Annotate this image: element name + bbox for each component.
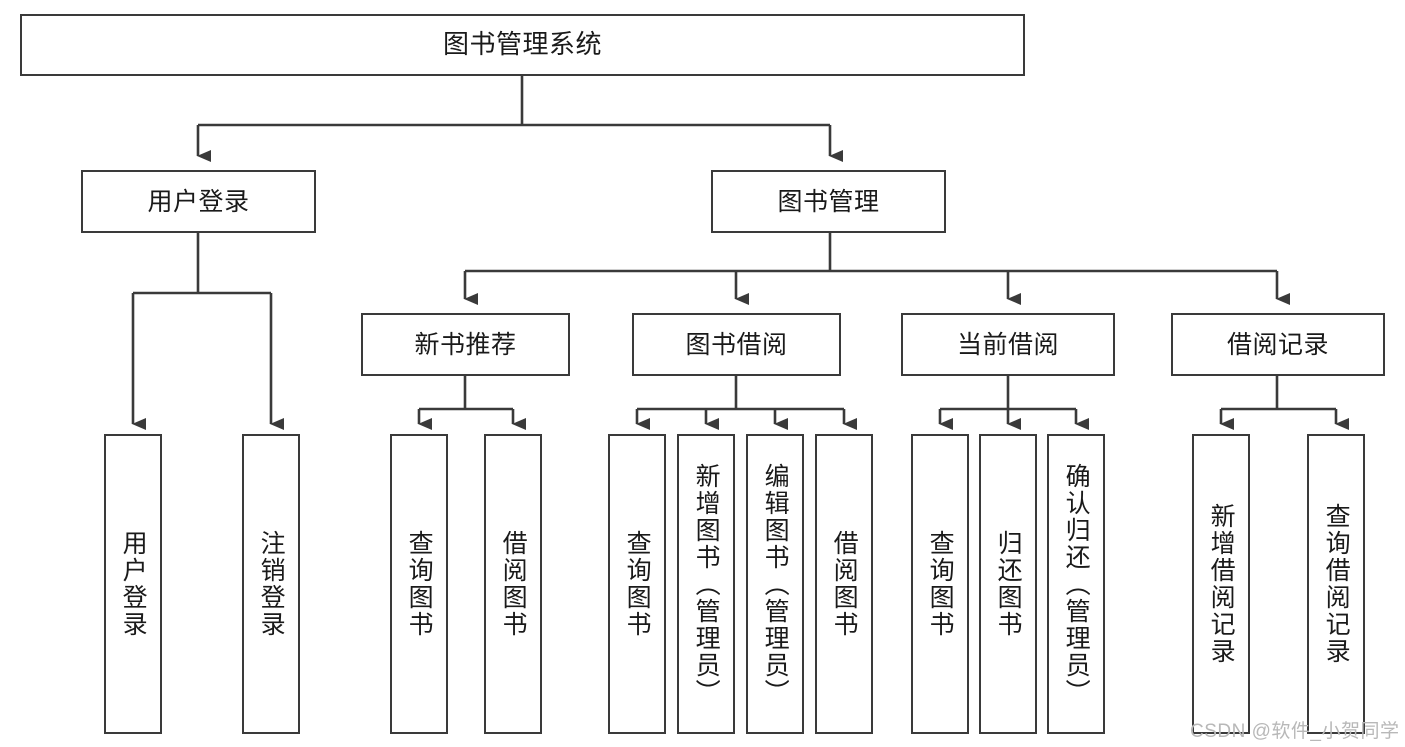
node-book-manage-label: 图书管理 — [777, 187, 880, 216]
leaf-new-book-query[interactable]: 查询图书 — [390, 434, 448, 734]
leaf-user-login-logout[interactable]: 注销登录 — [242, 434, 300, 734]
leaf-current-borrow-confirm[interactable]: 确认归还（管理员） — [1047, 434, 1105, 734]
node-root-system[interactable]: 图书管理系统 — [20, 14, 1025, 76]
leaf-current-borrow-query[interactable]: 查询图书 — [911, 434, 969, 734]
leaf-book-borrow-add[interactable]: 新增图书（管理员） — [677, 434, 735, 734]
csdn-watermark: CSDN @软件_小贺同学 — [1190, 721, 1400, 742]
leaf-current-borrow-confirm-label: 确认归还（管理员） — [1062, 462, 1091, 706]
leaf-user-login-login-label: 用户登录 — [119, 530, 148, 638]
node-current-borrow[interactable]: 当前借阅 — [901, 313, 1115, 376]
node-book-manage[interactable]: 图书管理 — [711, 170, 946, 233]
node-root-label: 图书管理系统 — [442, 29, 602, 60]
leaf-borrow-record-query[interactable]: 查询借阅记录 — [1307, 434, 1365, 734]
leaf-book-borrow-borrow-label: 借阅图书 — [830, 530, 859, 638]
node-book-borrow-label: 图书借阅 — [685, 330, 788, 359]
node-user-login[interactable]: 用户登录 — [81, 170, 316, 233]
node-new-book-recommend[interactable]: 新书推荐 — [361, 313, 570, 376]
leaf-user-login-logout-label: 注销登录 — [257, 530, 286, 638]
leaf-book-borrow-query-label: 查询图书 — [623, 530, 652, 638]
leaf-book-borrow-edit-label: 编辑图书（管理员） — [761, 462, 790, 706]
node-new-book-recommend-label: 新书推荐 — [414, 330, 517, 359]
node-borrow-record[interactable]: 借阅记录 — [1171, 313, 1385, 376]
leaf-current-borrow-return-label: 归还图书 — [994, 530, 1023, 638]
leaf-new-book-borrow-label: 借阅图书 — [499, 530, 528, 638]
leaf-current-borrow-return[interactable]: 归还图书 — [979, 434, 1037, 734]
leaf-borrow-record-query-label: 查询借阅记录 — [1322, 503, 1351, 665]
leaf-current-borrow-query-label: 查询图书 — [926, 530, 955, 638]
node-book-borrow[interactable]: 图书借阅 — [632, 313, 841, 376]
node-user-login-label: 用户登录 — [147, 187, 250, 216]
node-borrow-record-label: 借阅记录 — [1226, 330, 1329, 359]
node-current-borrow-label: 当前借阅 — [956, 330, 1059, 359]
leaf-user-login-login[interactable]: 用户登录 — [104, 434, 162, 734]
leaf-new-book-query-label: 查询图书 — [405, 530, 434, 638]
leaf-book-borrow-edit[interactable]: 编辑图书（管理员） — [746, 434, 804, 734]
leaf-book-borrow-query[interactable]: 查询图书 — [608, 434, 666, 734]
leaf-borrow-record-add[interactable]: 新增借阅记录 — [1192, 434, 1250, 734]
leaf-new-book-borrow[interactable]: 借阅图书 — [484, 434, 542, 734]
leaf-book-borrow-add-label: 新增图书（管理员） — [692, 462, 721, 706]
leaf-book-borrow-borrow[interactable]: 借阅图书 — [815, 434, 873, 734]
leaf-borrow-record-add-label: 新增借阅记录 — [1207, 503, 1236, 665]
